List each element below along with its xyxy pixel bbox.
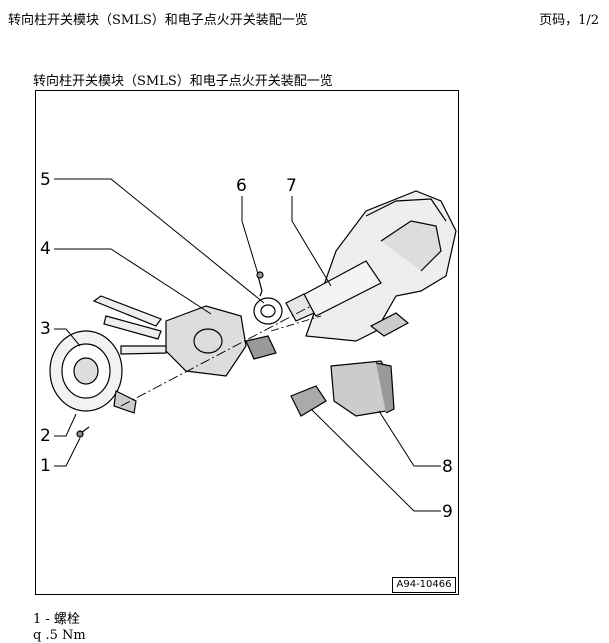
- page-number: 页码，1/2: [539, 13, 599, 28]
- callout-8: 8: [442, 457, 453, 477]
- legend-item-1: 1 - 螺栓: [33, 612, 80, 627]
- figure-code: A94-10466: [392, 577, 456, 593]
- callout-9: 9: [442, 502, 453, 522]
- switch-module-drawing: [92, 295, 277, 377]
- callout-1: 1: [40, 456, 51, 476]
- callout-4: 4: [40, 239, 51, 259]
- legend-item-1-torque: q .5 Nm: [33, 628, 86, 643]
- steering-column-drawing: [285, 190, 457, 342]
- assembly-figure: 5 4 3 2 1 6 7 8 9 A94-10466: [35, 90, 459, 595]
- callout-3: 3: [40, 319, 51, 339]
- callout-6: 6: [236, 176, 247, 196]
- assembly-drawing: 5 4 3 2 1 6 7 8 9: [40, 170, 457, 522]
- section-title: 转向柱开关模块（SMLS）和电子点火开关装配一览: [33, 74, 333, 89]
- key-drawing: [290, 385, 327, 417]
- ignition-switch-drawing: [330, 360, 395, 417]
- bolt-drawing: [76, 426, 90, 438]
- callout-2: 2: [40, 426, 51, 446]
- header-title: 转向柱开关模块（SMLS）和电子点火开关装配一览: [8, 13, 308, 28]
- callout-5: 5: [40, 170, 51, 190]
- clock-spring-drawing: [49, 330, 137, 414]
- callout-labels: 5 4 3 2 1 6 7 8 9: [40, 170, 453, 522]
- callout-7: 7: [286, 176, 297, 196]
- screw-and-ring-drawing: [253, 271, 283, 325]
